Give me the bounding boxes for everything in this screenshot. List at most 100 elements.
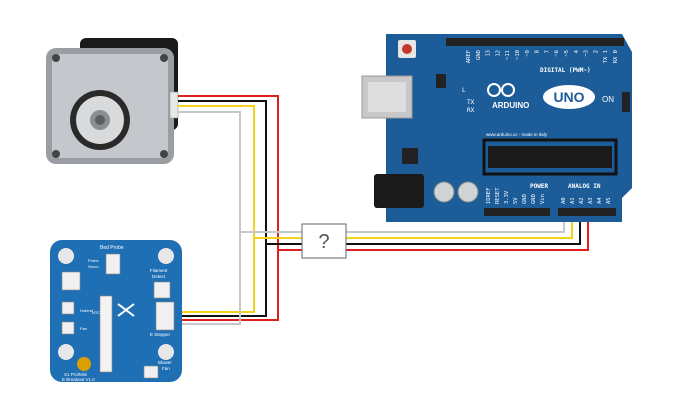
analog-pin-label-3: A3 bbox=[588, 197, 594, 204]
digital-pin-label-12: ~3 bbox=[584, 50, 590, 57]
servo-connector bbox=[61, 271, 81, 291]
wire-yellow-motor bbox=[174, 105, 255, 313]
filament-detect-label-2: Detect bbox=[152, 274, 166, 279]
power-pin-label-0: IOREF bbox=[486, 187, 492, 204]
digital-pin-label-15: RX 0 bbox=[613, 50, 619, 63]
atmega-chip bbox=[488, 146, 612, 168]
breakout-pcb bbox=[50, 240, 182, 382]
power-label: POWER bbox=[530, 183, 548, 190]
blower-label-2: Fan bbox=[162, 366, 170, 371]
digital-pin-label-6: ~9 bbox=[525, 50, 531, 57]
wire-red-arduino bbox=[346, 214, 589, 251]
e-stepper-connector bbox=[155, 301, 175, 331]
power-pin-label-6: Vin bbox=[540, 194, 546, 204]
wire-black-motor bbox=[174, 100, 267, 317]
digital-pin-label-5: ~10 bbox=[515, 50, 521, 60]
ntc-label: NTC bbox=[92, 310, 100, 315]
arduino-brand: ARDUINO bbox=[492, 101, 529, 110]
analog-pin-label-1: A1 bbox=[570, 197, 576, 204]
power-pin-label-2: 3.3V bbox=[504, 190, 510, 204]
e-stepper-label: E Stepper bbox=[150, 332, 171, 337]
board-name-2: E Breakout V1.0 bbox=[62, 377, 95, 382]
digital-pin-label-1: GND bbox=[476, 50, 482, 60]
board-name-1: X1 Pro/Mini bbox=[64, 372, 87, 377]
fan-label: Fan bbox=[80, 326, 87, 331]
bed-probe-connector bbox=[105, 253, 121, 275]
power-pin-label-1: RESET bbox=[495, 187, 501, 204]
digital-pin-label-10: ~5 bbox=[564, 50, 570, 57]
analog-pin-label-2: A2 bbox=[579, 197, 585, 204]
arduino-logo-right bbox=[501, 83, 515, 97]
blower-label-1: Blower bbox=[158, 360, 172, 365]
filament-detect-label-1: Filament bbox=[150, 268, 168, 273]
wire-black-arduino bbox=[346, 214, 581, 245]
arduino-logo-left bbox=[487, 83, 501, 97]
wire-gray-motor bbox=[174, 111, 241, 325]
mount-hole-tl bbox=[58, 248, 74, 264]
motor-connector bbox=[169, 91, 179, 119]
motor-screw-bl bbox=[52, 150, 60, 158]
uno-label: UNO bbox=[553, 89, 584, 105]
motor-screw-tr bbox=[160, 54, 168, 62]
edge-connector bbox=[99, 295, 113, 373]
question-mark: ? bbox=[318, 231, 329, 253]
stepper-motor bbox=[46, 38, 179, 164]
digital-pin-label-3: 12 bbox=[495, 50, 501, 57]
analog-pin-label-5: A5 bbox=[606, 197, 612, 204]
power-pin-label-5: GND bbox=[531, 194, 537, 204]
servo-label: Servo bbox=[88, 264, 99, 269]
power-header bbox=[484, 208, 550, 216]
digital-pin-label-4: ~11 bbox=[505, 50, 511, 60]
mount-hole-br bbox=[158, 344, 174, 360]
digital-pin-label-2: 13 bbox=[486, 50, 492, 57]
tx-label: TX bbox=[467, 99, 475, 106]
digital-pin-label-8: 7 bbox=[544, 50, 550, 53]
icsp-header-2 bbox=[622, 92, 630, 112]
bed-probe-label: Bed Probe bbox=[100, 245, 124, 251]
motor-screw-tl bbox=[52, 54, 60, 62]
analog-pin-label-0: A0 bbox=[561, 197, 567, 204]
uno-badge bbox=[543, 85, 595, 109]
digital-pin-label-7: 8 bbox=[535, 50, 541, 53]
motor-shaft-center bbox=[95, 115, 105, 125]
power-jack bbox=[374, 174, 424, 208]
analog-pin-label-4: A4 bbox=[597, 197, 603, 204]
motor-screw-br bbox=[160, 150, 168, 158]
icsp-header bbox=[436, 74, 446, 88]
digital-pin-label-0: AREF bbox=[466, 50, 472, 63]
digital-label: DIGITAL (PWM~) bbox=[540, 67, 591, 74]
digital-pin-label-13: 2 bbox=[593, 50, 599, 53]
power-pin-label-4: GND bbox=[522, 194, 528, 204]
breakout-logo bbox=[117, 303, 135, 317]
arduino-uno-board: ARDUINO UNO ON TX RX L DIGITAL (PWM~) ww… bbox=[361, 34, 632, 222]
analog-label: ANALOG IN bbox=[568, 183, 601, 190]
reset-button bbox=[402, 44, 412, 54]
l-label: L bbox=[462, 87, 466, 94]
capacitor-1 bbox=[433, 181, 455, 203]
chip-socket bbox=[482, 138, 618, 176]
hotend-connector bbox=[61, 301, 75, 315]
question-box bbox=[301, 223, 347, 259]
digital-pin-label-11: 4 bbox=[574, 49, 580, 53]
rx-label: RX bbox=[467, 107, 475, 114]
analog-header bbox=[558, 208, 616, 216]
probe-label: Probe bbox=[88, 258, 99, 263]
hotend-label: Hotend bbox=[80, 308, 93, 313]
digital-pin-label-9: ~6 bbox=[554, 50, 560, 57]
voltage-regulator bbox=[402, 148, 418, 164]
power-pin-label-3: 5V bbox=[513, 197, 519, 204]
e-breakout-board: Bed Probe Probe Servo Filament Detect Ho… bbox=[50, 240, 182, 382]
gold-pad bbox=[77, 357, 91, 371]
blower-fan-connector bbox=[143, 365, 159, 379]
unknown-connection-box: ? bbox=[301, 223, 347, 259]
digital-header bbox=[446, 38, 624, 46]
fan-connector bbox=[61, 321, 75, 335]
wires bbox=[174, 95, 589, 325]
mount-hole-bl bbox=[58, 344, 74, 360]
wire-red-motor bbox=[174, 95, 279, 321]
on-label: ON bbox=[602, 95, 614, 104]
